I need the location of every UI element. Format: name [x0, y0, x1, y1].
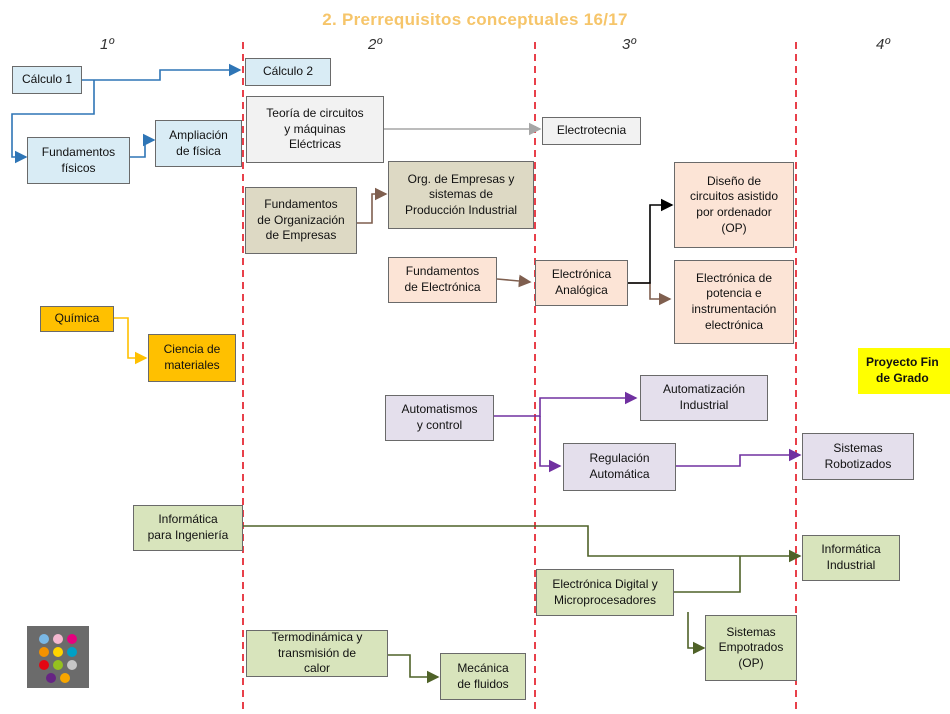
- course-fundamentos-electronica: Fundamentos de Electrónica: [388, 257, 497, 303]
- course-org-empresas: Org. de Empresas y sistemas de Producció…: [388, 161, 534, 229]
- course-calculo-2: Cálculo 2: [245, 58, 331, 86]
- arrow-fundelec-analogica: [496, 274, 532, 288]
- course-electronica-potencia: Electrónica de potencia e instrumentació…: [674, 260, 794, 344]
- course-automatizacion-industrial: Automatización Industrial: [640, 375, 768, 421]
- course-electronica-digital: Electrónica Digital y Microprocesadores: [536, 569, 674, 616]
- diagram-title: 2. Prerrequisitos conceptuales 16/17: [322, 10, 628, 29]
- course-informatica-ingenieria: Informática para Ingeniería: [133, 505, 243, 551]
- line-digital-industrial: [674, 556, 741, 593]
- arrow-termo-mecanica: [388, 654, 440, 684]
- course-automatismos-control: Automatismos y control: [385, 395, 494, 441]
- course-mecanica-fluidos: Mecánica de fluidos: [440, 653, 526, 700]
- course-ciencia-materiales: Ciencia de materiales: [148, 334, 236, 382]
- arrow-calc1-calc2: [82, 63, 242, 81]
- course-quimica: Química: [40, 306, 114, 332]
- course-sistemas-empotrados: Sistemas Empotrados (OP): [705, 615, 797, 681]
- course-termodinamica: Termodinámica y transmisión de calor: [246, 630, 388, 677]
- course-electrotecnia: Electrotecnia: [542, 117, 641, 145]
- year-label-1: 1º: [100, 36, 114, 53]
- arrow-fundorg-org: [356, 187, 388, 224]
- course-regulacion-automatica: Regulación Automática: [563, 443, 676, 491]
- arrow-automatismos-automatizacion: [494, 391, 638, 417]
- arrow-regulacion-robotizados: [676, 448, 802, 467]
- course-electronica-analogica: Electrónica Analógica: [535, 260, 628, 306]
- arrow-calc1-fundfis: [11, 80, 95, 164]
- course-ampliacion-fisica: Ampliación de física: [155, 120, 242, 167]
- course-teoria-circuitos: Teoría de circuitos y máquinas Eléctrica…: [246, 96, 384, 163]
- course-fundamentos-organizacion: Fundamentos de Organización de Empresas: [245, 187, 357, 254]
- year-dividers: [242, 42, 797, 712]
- arrow-fundfis-ampliacion: [130, 133, 156, 158]
- arrow-digital-empotrados: [687, 612, 706, 655]
- course-proyecto-fin-grado: Proyecto Fin de Grado: [858, 348, 950, 394]
- year-label-3: 3º: [622, 36, 636, 53]
- arrow-analogica-diseno: [628, 198, 674, 284]
- arrow-analogica-potencia: [628, 282, 672, 306]
- arrow-informatica-industrial: [243, 525, 802, 563]
- arrow-automatismos-regulacion: [539, 416, 562, 473]
- university-logo-icon: [27, 626, 89, 688]
- year-label-4: 4º: [876, 36, 890, 53]
- year-label-2: 2º: [368, 36, 382, 53]
- course-diseno-circuitos: Diseño de circuitos asistido por ordenad…: [674, 162, 794, 248]
- course-calculo-1: Cálculo 1: [12, 66, 82, 94]
- arrow-quimica-materiales: [114, 317, 148, 365]
- course-informatica-industrial: Informática Industrial: [802, 535, 900, 581]
- course-sistemas-robotizados: Sistemas Robotizados: [802, 433, 914, 480]
- course-fundamentos-fisicos: Fundamentos físicos: [27, 137, 130, 184]
